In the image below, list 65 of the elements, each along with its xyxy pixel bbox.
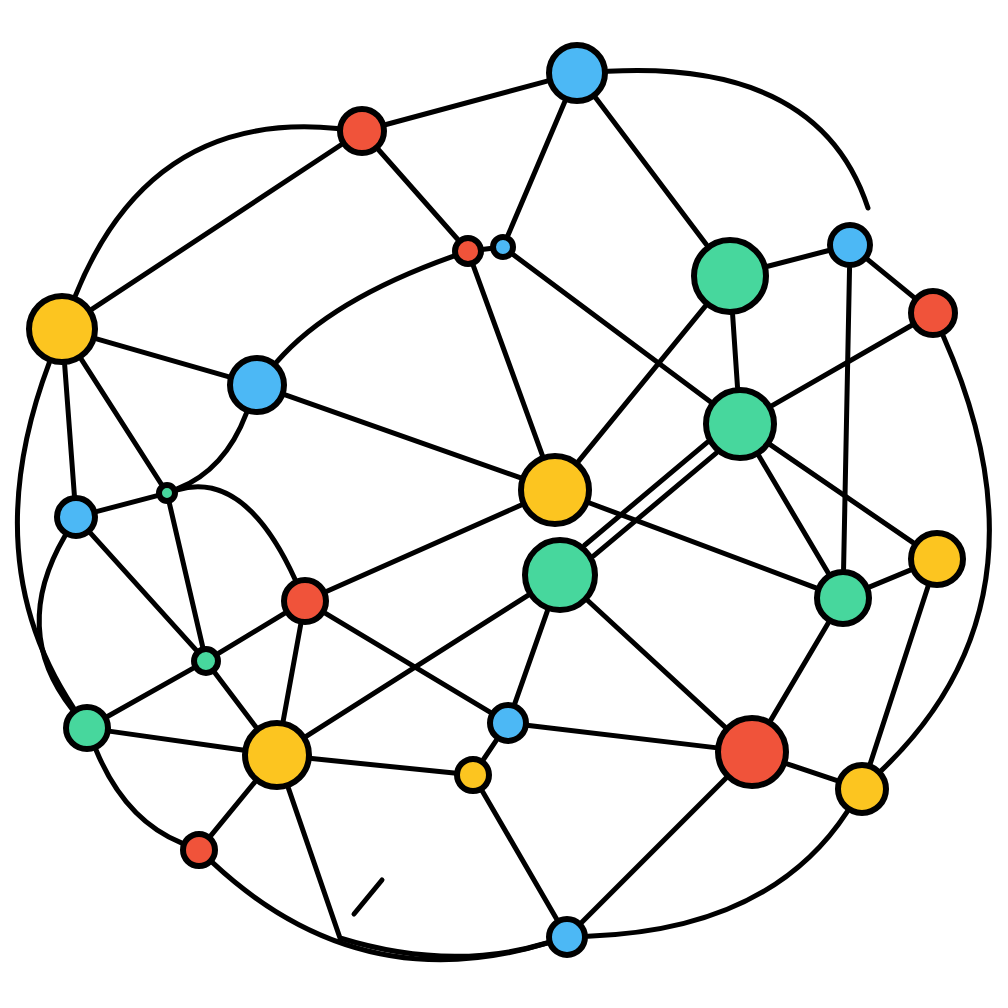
connector-line bbox=[304, 592, 531, 739]
connector-line bbox=[324, 502, 524, 594]
connector-line bbox=[88, 530, 199, 653]
connector-line bbox=[575, 303, 708, 464]
node-circle bbox=[242, 720, 312, 790]
connector-line bbox=[582, 439, 710, 548]
node-circle bbox=[156, 482, 178, 504]
node-circle bbox=[54, 495, 98, 539]
connector-line bbox=[94, 336, 231, 380]
node-circle bbox=[490, 234, 516, 260]
connector-line bbox=[756, 453, 831, 576]
connector-line bbox=[323, 610, 493, 715]
connector-line bbox=[593, 95, 710, 248]
node-circle bbox=[835, 762, 889, 816]
connector-line bbox=[93, 747, 184, 846]
connector-line bbox=[36, 533, 75, 712]
connector-line bbox=[280, 622, 304, 724]
connector-line bbox=[768, 620, 831, 723]
connector-line bbox=[480, 788, 559, 922]
node-circle bbox=[180, 831, 218, 869]
connector-line bbox=[470, 263, 545, 458]
node-circle bbox=[452, 235, 484, 267]
connector-line bbox=[768, 442, 916, 546]
connector-line bbox=[505, 99, 568, 238]
connector-line bbox=[62, 362, 77, 498]
connector-line bbox=[89, 142, 344, 312]
connector-line bbox=[216, 610, 287, 656]
connector-line bbox=[274, 253, 456, 365]
connector-line bbox=[512, 608, 550, 706]
connector-line bbox=[865, 257, 917, 300]
node-circle bbox=[814, 569, 872, 627]
connector-line bbox=[579, 775, 729, 925]
connector-line bbox=[867, 567, 913, 590]
connector-line bbox=[282, 392, 523, 481]
connector-line bbox=[769, 322, 914, 409]
node-circle bbox=[522, 537, 598, 613]
connector-line bbox=[510, 252, 713, 405]
connector-line bbox=[841, 265, 853, 572]
node-circle bbox=[281, 577, 329, 625]
node-circle bbox=[227, 355, 287, 415]
node-circle bbox=[546, 916, 588, 958]
connector-line bbox=[585, 598, 728, 730]
connector-line bbox=[784, 761, 839, 783]
connector-line bbox=[78, 356, 164, 487]
connector-line bbox=[587, 500, 819, 591]
connector-line bbox=[105, 665, 196, 719]
node-circle bbox=[337, 106, 387, 156]
connector-line bbox=[481, 737, 499, 762]
node-circle bbox=[715, 715, 789, 789]
node-circle bbox=[703, 387, 777, 461]
connector-line bbox=[376, 147, 460, 242]
connector-line bbox=[591, 450, 719, 559]
connector-line bbox=[212, 670, 259, 730]
node-circle bbox=[908, 530, 966, 588]
node-circle bbox=[487, 702, 529, 744]
node-circle bbox=[827, 222, 873, 268]
connector-line bbox=[208, 779, 258, 838]
node-circle bbox=[191, 646, 221, 676]
connector-line bbox=[730, 312, 740, 390]
connector-line bbox=[879, 333, 992, 773]
node-circle bbox=[908, 288, 958, 338]
node-circle bbox=[454, 756, 492, 794]
node-circle bbox=[63, 704, 111, 752]
connector-line bbox=[867, 584, 931, 766]
connector-line bbox=[167, 501, 206, 649]
